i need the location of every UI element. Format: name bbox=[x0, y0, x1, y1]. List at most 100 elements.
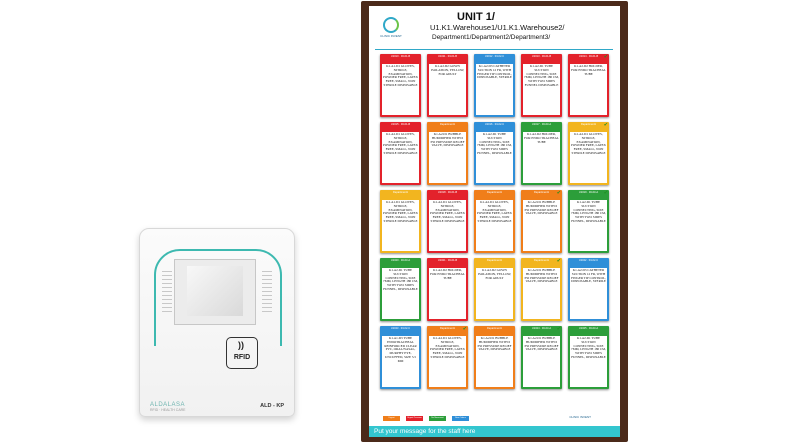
kanban-card[interactable]: U1022 · 03-02-C K1.A2.D3 CATHETER SUCTION… bbox=[568, 258, 609, 321]
rfid-device: )) RFID ALDALASA RFID · HEALTH CARE ALD … bbox=[139, 228, 295, 417]
kanban-card-text: K1.A2.D3 CATHETER SUCTION 12 FR, WITH FI… bbox=[570, 268, 607, 319]
kanban-card-header: U1010 · 03-01-B bbox=[390, 55, 411, 58]
kanban-card-header: U1011 · 03-01-B bbox=[438, 55, 457, 58]
device-teal-trim bbox=[154, 249, 282, 346]
location-path-line2: Department1/Department2/Department3/ bbox=[432, 34, 551, 41]
kanban-card-header: Department1 bbox=[487, 259, 502, 262]
device-speaker-grill-left bbox=[162, 271, 172, 315]
checkmark-icon: ✔ bbox=[556, 258, 561, 264]
kanban-card-header: U1020 · 03-03-A bbox=[390, 259, 411, 262]
kanban-card-text: K1.A1.D1 GLOVES, NITRILE, EXAMINATION, P… bbox=[382, 200, 419, 251]
kanban-card-header: Department1 bbox=[534, 259, 549, 262]
legend-item: New Orders bbox=[452, 416, 469, 421]
kanban-card-text: K1.A2.D3 CATHETER SUCTION 12 FR, WITH FI… bbox=[476, 64, 513, 115]
kanban-card[interactable]: U1015 · 03-01-B K1.A2.D1 GLOVES, NITRILE,… bbox=[380, 122, 421, 185]
rfid-icon: )) RFID bbox=[226, 337, 258, 369]
kanban-card-header: U1015 · 03-01-B bbox=[390, 123, 411, 126]
kanban-card-text: K1.A2.D1 GLOVES, NITRILE, EXAMINATION, P… bbox=[429, 336, 466, 387]
kanban-card-text: K1.A2.D1 BUBBLE HUMIDIFIER WITH 6 PSI PR… bbox=[523, 200, 560, 251]
kanban-card-text: K1.A2.D1 GLOVES, NITRILE, EXAMINATION, P… bbox=[382, 132, 419, 183]
kanban-card-text: K1.A2.D1 TUBE SUCTION CONNECTING, SIZE 7… bbox=[523, 64, 560, 115]
kanban-card-text: K1.A2.D2 HOLDER, FOR ENDO TRACHEAL TUBE bbox=[429, 268, 466, 319]
kanban-card-header: U1022 · 03-02-C bbox=[578, 259, 599, 262]
kanban-card[interactable]: U1014 · 03-01-B K1.A2.D2 HOLDER, FOR ENDO… bbox=[568, 54, 609, 117]
device-screen-glass bbox=[187, 266, 243, 316]
kanban-card[interactable]: U1011 · 03-01-B K1.A2.D2 GOWN ISOLATION, … bbox=[427, 54, 468, 117]
staff-message-bar[interactable]: Put your message for the staff here bbox=[369, 426, 620, 437]
kanban-card-text: K1.A2.D2 HOLDER, FOR ENDO TRACHEAL TUBE bbox=[523, 132, 560, 183]
kanban-card-header: Department1 bbox=[440, 123, 455, 126]
kanban-card-text: K1.A2.D2 GOWN ISOLATION, YELLOW, FOR ADU… bbox=[429, 64, 466, 115]
kanban-card-header: U1014 · 03-01-B bbox=[578, 55, 599, 58]
kanban-card-text: K1.A2.D1 BUBBLE HUMIDIFIER WITH 6 PSI PR… bbox=[523, 268, 560, 319]
kanban-card[interactable]: U1016 · 03-02-C K1.A2.D1 TUBE SUCTION CON… bbox=[474, 122, 515, 185]
kanban-card-header: Department1 bbox=[581, 123, 596, 126]
kanban-card[interactable]: U1020 · 03-03-A K1.A2.D1 TUBE SUCTION CON… bbox=[380, 258, 421, 321]
kanban-card[interactable]: U1017 · 03-03-A K1.A2.D2 HOLDER, FOR ENDO… bbox=[521, 122, 562, 185]
kanban-card-text: K1.A2.D1 BUBBLE HUMIDIFIER WITH 6 PSI PR… bbox=[523, 336, 560, 387]
kanban-card-text: K1.A2.D2 GOWN ISOLATION, YELLOW, FOR ADU… bbox=[476, 268, 513, 319]
kanban-card-header: U1012 · 03-02-C bbox=[484, 55, 505, 58]
checkmark-icon: ✔ bbox=[603, 122, 608, 128]
kanban-card-text: K1.A2.D1 BUBBLE HUMIDIFIER WITH 6 PSI PR… bbox=[476, 336, 513, 387]
kanban-card-header: U1016 · 03-02-C bbox=[484, 123, 505, 126]
kanban-card[interactable]: U1013 · 03-01-B K1.A2.D1 TUBE SUCTION CON… bbox=[521, 54, 562, 117]
kanban-card-header: Department1 bbox=[487, 191, 502, 194]
kanban-card[interactable]: U1025 · 03-03-A K1.A2.D1 TUBE SUCTION CON… bbox=[568, 326, 609, 389]
checkmark-icon: ✔ bbox=[556, 190, 561, 196]
kanban-card-text: K1.A2.D2 HOLDER, FOR ENDO TRACHEAL TUBE bbox=[570, 64, 607, 115]
device-brand-tagline: RFID · HEALTH CARE bbox=[150, 408, 186, 412]
legend-logo: CLINIC INVENT bbox=[569, 415, 591, 419]
kanban-card-text: K1.A2.D1 TUBE SUCTION CONNECTING, SIZE 7… bbox=[570, 336, 607, 387]
device-screen bbox=[174, 259, 256, 325]
device-speaker-grill-right bbox=[262, 271, 272, 315]
header-divider bbox=[375, 49, 613, 50]
kanban-card-text: K1.A2.D1 TUBE SUCTION CONNECTING, SIZE 7… bbox=[382, 268, 419, 319]
kanban-card-header: U1025 · 03-03-A bbox=[578, 327, 599, 330]
kanban-card-text: K1.A2.D1 GLOVES, NITRILE, EXAMINATION, P… bbox=[429, 200, 466, 251]
checkmark-icon: ✔ bbox=[556, 326, 561, 332]
status-legend: CLINIC INVENT Urgent Urgent Pressure No Mo… bbox=[383, 415, 613, 426]
checkmark-icon: ✔ bbox=[462, 326, 467, 332]
kanban-card[interactable]: U1024 · 03-03-A K1.A2.D1 BUBBLE HUMIDIFIE… bbox=[521, 326, 562, 389]
legend-item: Urgent bbox=[383, 416, 400, 421]
clinic-logo-icon bbox=[383, 17, 399, 33]
page-title: UNIT 1/ bbox=[457, 11, 495, 23]
rfid-label: RFID bbox=[233, 354, 251, 361]
kanban-card[interactable]: U1018 · 03-01-B K1.A2.D1 GLOVES, NITRILE,… bbox=[427, 190, 468, 253]
kanban-card-text: K1.A2.D1 GLOVES, NITRILE, EXAMINATION, P… bbox=[570, 132, 607, 183]
kanban-card-header: Department1 bbox=[534, 191, 549, 194]
device-brand-name: ALDALASA bbox=[150, 402, 186, 408]
clinic-logo: CLINIC INVENT bbox=[379, 17, 403, 38]
kanban-card-header: Department1 bbox=[393, 191, 408, 194]
device-model: ALD - KP bbox=[260, 403, 284, 409]
kanban-card-header: U1017 · 03-03-A bbox=[531, 123, 552, 126]
kanban-card[interactable]: U1021 · 03-01-B K1.A2.D2 HOLDER, FOR ENDO… bbox=[427, 258, 468, 321]
checkmark-icon: ✔ bbox=[603, 54, 608, 60]
kanban-card-header: U1013 · 03-01-B bbox=[531, 55, 552, 58]
kanban-card-header: U1021 · 03-01-B bbox=[437, 259, 458, 262]
legend-item: No Movement bbox=[429, 416, 446, 421]
kanban-card-text: K1.A2.D1 TUBE SUCTION CONNECTING, SIZE 7… bbox=[570, 200, 607, 251]
kanban-card-text: K1.A1.D1 GLOVES, NITRILE, EXAMINATION, P… bbox=[382, 64, 419, 115]
kanban-card-text: K1.A1.D3 TUBE ENDOTRACHEAL REINFORCED CL… bbox=[382, 336, 419, 387]
kanban-board: CLINIC INVENT UNIT 1/ U1.K1.Warehouse1/U… bbox=[369, 6, 620, 437]
kanban-card[interactable]: U1010 · 03-01-B K1.A1.D1 GLOVES, NITRILE,… bbox=[380, 54, 421, 117]
kanban-card-header: U1018 · 03-01-B bbox=[437, 191, 458, 194]
kanban-card-text: K1.A2.D1 TUBE SUCTION CONNECTING, SIZE 7… bbox=[476, 132, 513, 183]
location-path-line1: U1.K1.Warehouse1/U1.K1.Warehouse2/ bbox=[430, 23, 565, 32]
kanban-card-header: U1024 · 03-03-A bbox=[531, 327, 552, 330]
legend-item: Urgent Pressure bbox=[406, 416, 423, 421]
kanban-card[interactable]: U1012 · 03-02-C K1.A2.D3 CATHETER SUCTION… bbox=[474, 54, 515, 117]
